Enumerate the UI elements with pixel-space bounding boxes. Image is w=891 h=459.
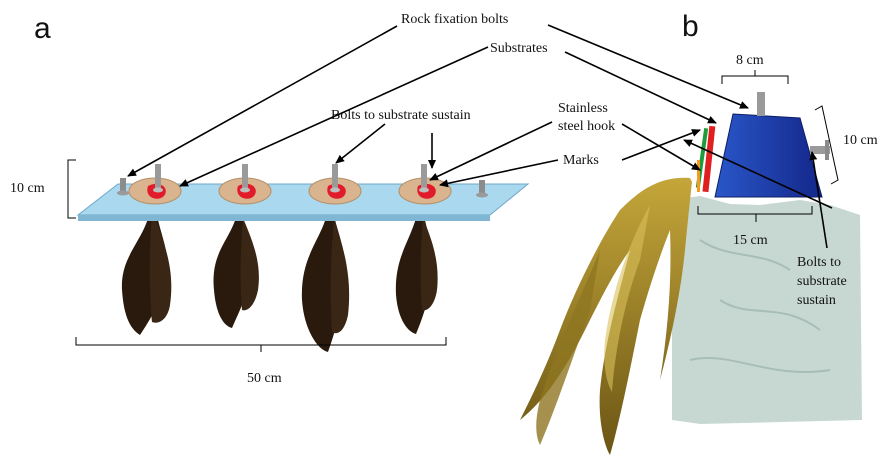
substrate-disc-1 <box>129 164 181 204</box>
bolts-to-substrate-sustain-label-a: Bolts to substrate sustain <box>331 108 471 123</box>
stainless-label-line2: steel hook <box>558 119 615 134</box>
bolts-label-b-line2: substrate <box>797 274 847 289</box>
top-bracket-b <box>722 70 788 84</box>
length-bracket-a <box>76 337 446 352</box>
mark-orange <box>697 160 700 192</box>
side-dim-label-b: 10 cm <box>843 133 878 148</box>
bolts-label-b-line3: sustain <box>797 293 836 308</box>
length-label-a: 50 cm <box>247 371 282 386</box>
rock-surface <box>672 196 862 424</box>
stainless-label-line1: Stainless <box>558 101 608 116</box>
substrates-label: Substrates <box>490 41 548 56</box>
top-dim-label-b: 8 cm <box>736 53 764 68</box>
bottom-dim-label-b: 15 cm <box>733 233 768 248</box>
kelp-group-b <box>520 178 692 455</box>
height-bracket-a <box>68 160 76 218</box>
panel-b-letter: b <box>682 10 699 43</box>
panel-a-letter: a <box>34 12 51 45</box>
kelp-group-a <box>122 210 438 352</box>
rock-fixation-bolts-label: Rock fixation bolts <box>401 12 508 27</box>
substrate-disc-3 <box>309 164 361 204</box>
marks-label: Marks <box>563 153 599 168</box>
bolts-label-b-line1: Bolts to <box>797 255 841 270</box>
substrate-disc-2 <box>219 164 271 204</box>
height-label-a: 10 cm <box>10 181 45 196</box>
